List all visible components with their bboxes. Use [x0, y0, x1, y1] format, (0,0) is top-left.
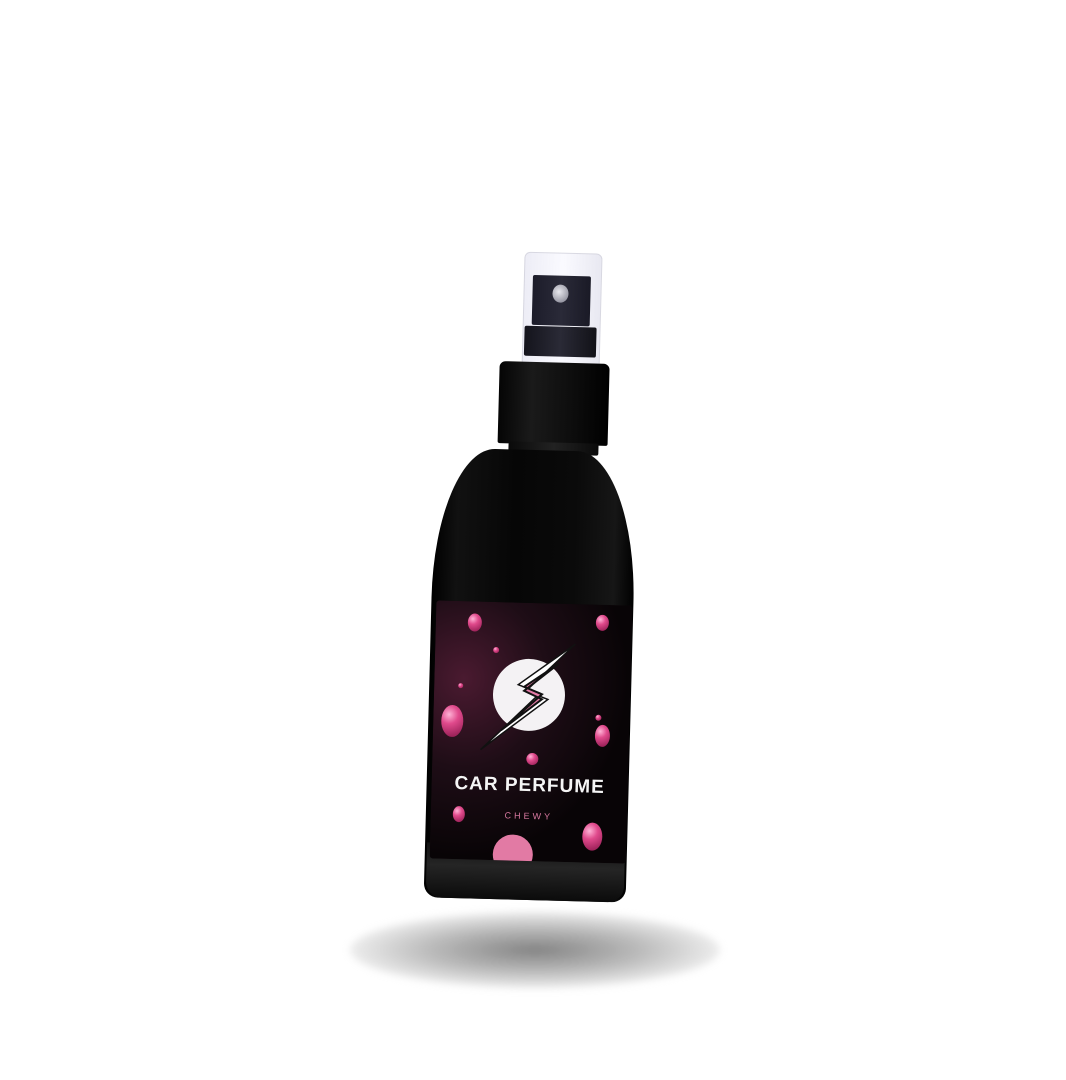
half-circle-decoration: [492, 834, 534, 864]
bubble-decoration: [595, 614, 610, 631]
product-label: CAR PERFUME CHEWY: [429, 600, 633, 864]
bubble-decoration: [526, 752, 539, 766]
bubble-decoration: [440, 704, 464, 738]
bubble-decoration: [594, 724, 611, 748]
bubble-decoration: [467, 613, 483, 632]
floor-shadow: [350, 912, 720, 988]
bubble-decoration: [458, 683, 464, 689]
pump-collar: [523, 325, 597, 358]
bubble-decoration: [581, 822, 603, 851]
black-collar-cap: [497, 361, 610, 446]
product-title: CAR PERFUME: [454, 773, 606, 798]
bubble-decoration: [595, 714, 602, 721]
lightning-bolt-icon: [480, 643, 576, 751]
